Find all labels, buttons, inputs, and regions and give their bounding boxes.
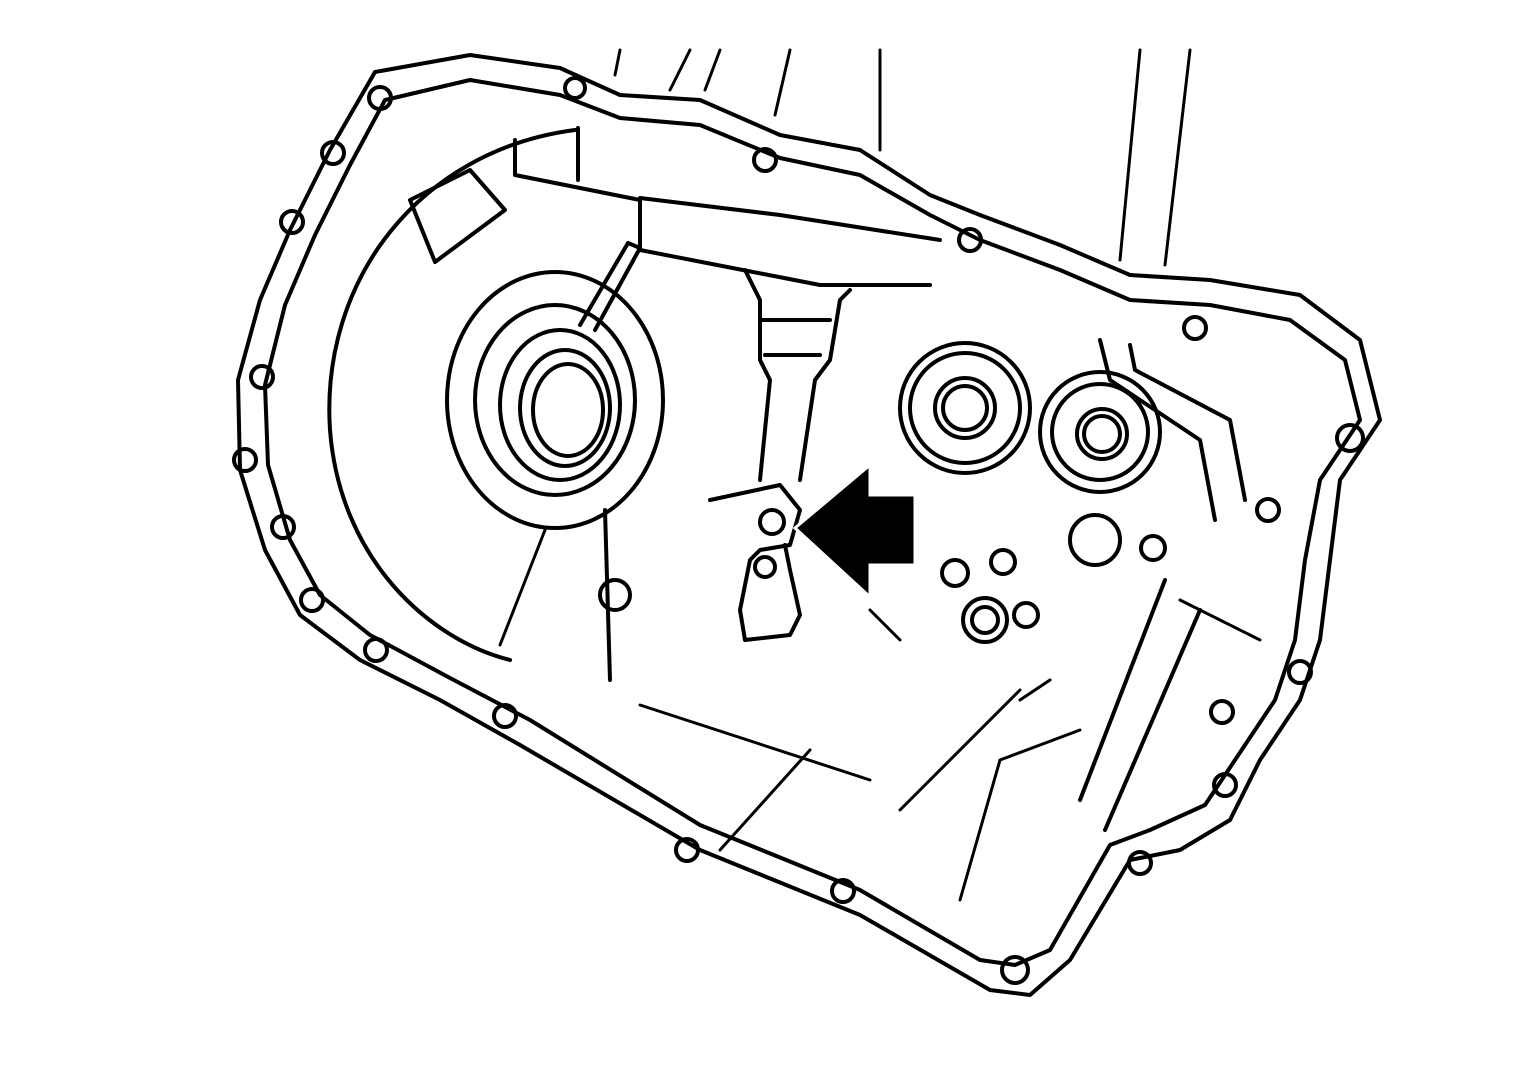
callout-arrow-icon	[792, 461, 917, 601]
bolt-holes	[232, 76, 1365, 985]
breather-tube	[1078, 338, 1247, 832]
rear-ribs	[498, 48, 1262, 902]
shift-lever-assembly	[598, 483, 802, 682]
countershaft-bearings	[898, 341, 1167, 644]
case-outer-flange	[236, 53, 1382, 997]
shift-rod	[743, 268, 852, 482]
input-shaft-bearing	[445, 241, 665, 530]
inner-bellhousing	[327, 126, 942, 662]
